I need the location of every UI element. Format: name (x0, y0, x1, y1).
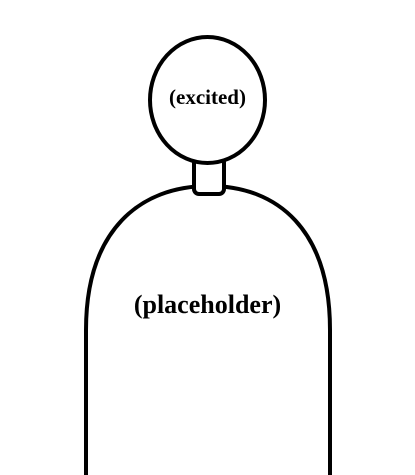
body-label: (placeholder) (134, 290, 281, 319)
body-shape (84, 184, 332, 475)
head-shape (148, 35, 267, 165)
head-label: (excited) (169, 85, 246, 109)
